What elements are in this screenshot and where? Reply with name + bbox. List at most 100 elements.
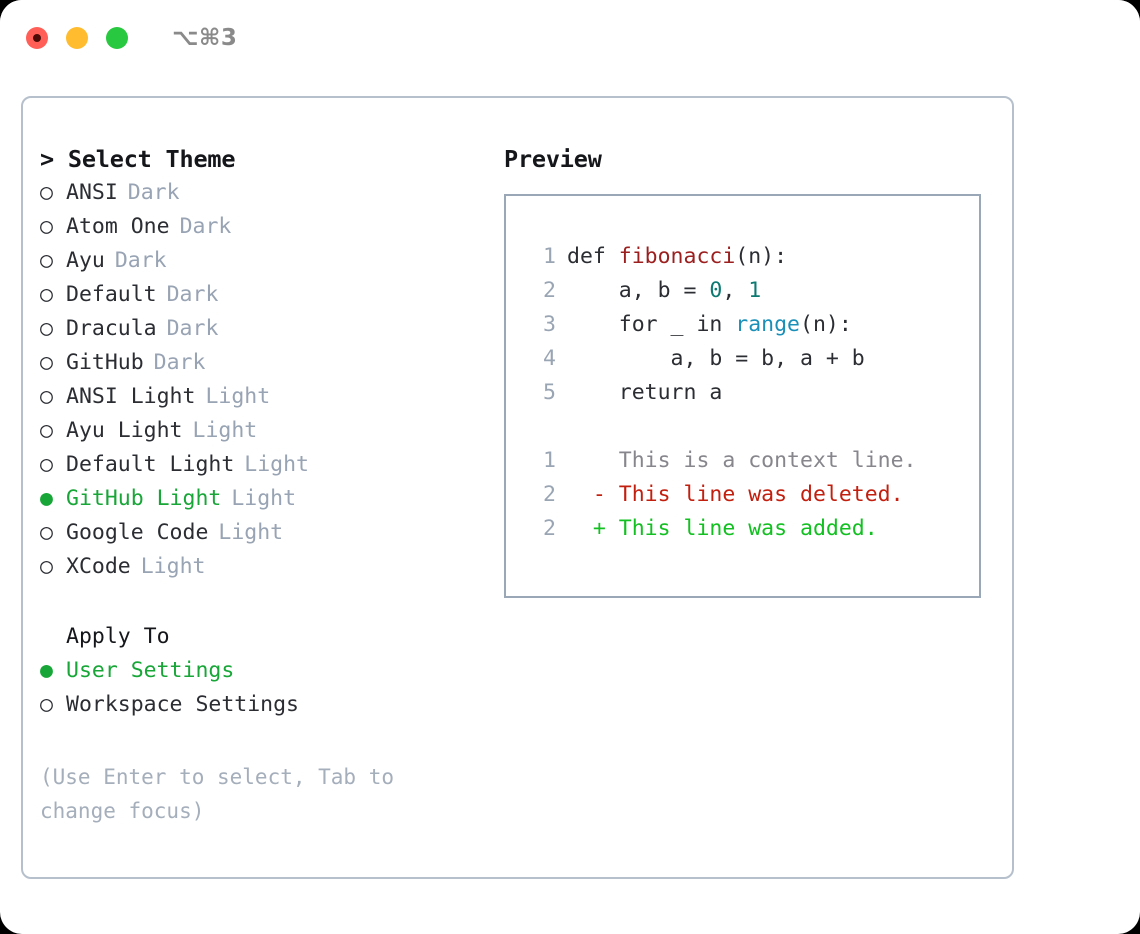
apply-to-option-label: Workspace Settings xyxy=(66,692,299,717)
traffic-lights xyxy=(26,27,128,49)
diff-line: 2 - This line was deleted. xyxy=(526,478,979,512)
diff-line-number: 2 xyxy=(543,516,556,541)
code-line: 4 a, b = b, a + b xyxy=(526,342,979,376)
diff-marker-icon xyxy=(567,444,606,478)
code-line: 5 return a xyxy=(526,376,979,410)
theme-variant-badge: Dark xyxy=(166,316,219,341)
radio-unselected-icon: ○ xyxy=(40,248,53,273)
theme-option-default[interactable]: ○ Default Dark xyxy=(40,278,493,312)
code-token: , xyxy=(722,278,749,303)
diff-marker-icon: - xyxy=(567,482,606,507)
code-token: return a xyxy=(567,380,723,405)
close-window-button[interactable] xyxy=(26,27,48,49)
apply-to-option-label: User Settings xyxy=(66,658,235,683)
theme-option-label: Default xyxy=(66,282,157,307)
theme-variant-badge: Dark xyxy=(127,180,180,205)
theme-option-github[interactable]: ○ GitHub Dark xyxy=(40,346,493,380)
theme-variant-badge: Light xyxy=(244,452,310,477)
radio-unselected-icon: ○ xyxy=(40,180,53,205)
radio-unselected-icon: ○ xyxy=(40,282,53,307)
select-theme-heading: > Select Theme xyxy=(40,142,493,176)
code-line: 3 for _ in range(n): xyxy=(526,308,979,342)
code-line: 1 def fibonacci(n): xyxy=(526,240,979,274)
apply-to-options[interactable]: ● User Settings ○ Workspace Settings xyxy=(40,654,493,722)
radio-unselected-icon: ○ xyxy=(40,452,53,477)
theme-option-dracula[interactable]: ○ Dracula Dark xyxy=(40,312,493,346)
radio-selected-icon: ● xyxy=(40,486,53,511)
theme-variant-badge: Light xyxy=(192,418,258,443)
radio-unselected-icon: ○ xyxy=(40,316,53,341)
code-token: for _ in xyxy=(567,312,736,337)
theme-variant-badge: Light xyxy=(231,486,297,511)
theme-option-label: Dracula xyxy=(66,316,157,341)
radio-unselected-icon: ○ xyxy=(40,520,53,545)
theme-option-label: Ayu Light xyxy=(66,418,183,443)
radio-unselected-icon: ○ xyxy=(40,350,53,375)
diff-line: 1 This is a context line. xyxy=(526,444,979,478)
code-token: (n): xyxy=(800,312,852,337)
diff-line-text: This is a context line. xyxy=(605,448,917,473)
diff-sample: 1 This is a context line.2 - This line w… xyxy=(526,444,979,546)
theme-variant-badge: Dark xyxy=(153,350,206,375)
select-theme-label: Select Theme xyxy=(67,145,236,173)
theme-option-label: ANSI xyxy=(66,180,118,205)
diff-line-text: This line was added. xyxy=(605,516,878,541)
theme-option-ayu-light[interactable]: ○ Ayu Light Light xyxy=(40,414,493,448)
maximize-window-button[interactable] xyxy=(106,27,128,49)
theme-option-github-light[interactable]: ● GitHub Light Light xyxy=(40,482,493,516)
diff-line-text: This line was deleted. xyxy=(605,482,904,507)
theme-option-label: XCode xyxy=(66,554,131,579)
diff-line-number: 2 xyxy=(543,482,556,507)
window-titlebar: ⌥⌘3 xyxy=(0,0,1140,76)
code-line-number: 2 xyxy=(543,278,556,303)
code-token: (n): xyxy=(735,244,788,269)
minimize-window-button[interactable] xyxy=(66,27,88,49)
radio-selected-icon: ● xyxy=(40,658,53,683)
theme-option-label: GitHub xyxy=(66,350,144,375)
theme-variant-badge: Light xyxy=(205,384,271,409)
code-token: 1 xyxy=(748,278,762,303)
theme-option-google-code[interactable]: ○ Google Code Light xyxy=(40,516,493,550)
code-token: 0 xyxy=(709,278,723,303)
theme-option-ayu[interactable]: ○ Ayu Dark xyxy=(40,244,493,278)
radio-unselected-icon: ○ xyxy=(40,554,53,579)
apply-to-option-user-settings[interactable]: ● User Settings xyxy=(40,654,493,688)
theme-option-label: Ayu xyxy=(66,248,105,273)
diff-line-number: 1 xyxy=(543,448,556,473)
apply-to-heading: Apply To xyxy=(66,624,170,649)
theme-variant-badge: Light xyxy=(218,520,284,545)
theme-variant-badge: Dark xyxy=(166,282,219,307)
apply-to-option-workspace-settings[interactable]: ○ Workspace Settings xyxy=(40,688,493,722)
code-line-number: 4 xyxy=(543,346,556,371)
diff-line: 2 + This line was added. xyxy=(526,512,979,546)
prompt-arrow-icon: > xyxy=(40,145,68,173)
preview-heading: Preview xyxy=(504,145,602,173)
radio-unselected-icon: ○ xyxy=(40,418,53,443)
code-token: a, b = xyxy=(567,278,710,303)
code-line-number: 5 xyxy=(543,380,556,405)
keyboard-hint-text: (Use Enter to select, Tab to change focu… xyxy=(40,765,407,823)
code-token: fibonacci xyxy=(618,244,736,269)
theme-option-label: Google Code xyxy=(66,520,209,545)
code-token: range xyxy=(735,312,801,337)
code-token: def xyxy=(567,244,619,269)
code-line-number: 1 xyxy=(543,244,556,269)
theme-option-label: GitHub Light xyxy=(66,486,222,511)
theme-variant-badge: Dark xyxy=(114,248,167,273)
radio-unselected-icon: ○ xyxy=(40,214,53,239)
radio-unselected-icon: ○ xyxy=(40,384,53,409)
theme-option-ansi-light[interactable]: ○ ANSI Light Light xyxy=(40,380,493,414)
radio-unselected-icon: ○ xyxy=(40,692,53,717)
theme-option-label: ANSI Light xyxy=(66,384,196,409)
code-token: a, b = b, a + b xyxy=(567,346,865,371)
theme-option-ansi[interactable]: ○ ANSI Dark xyxy=(40,176,493,210)
